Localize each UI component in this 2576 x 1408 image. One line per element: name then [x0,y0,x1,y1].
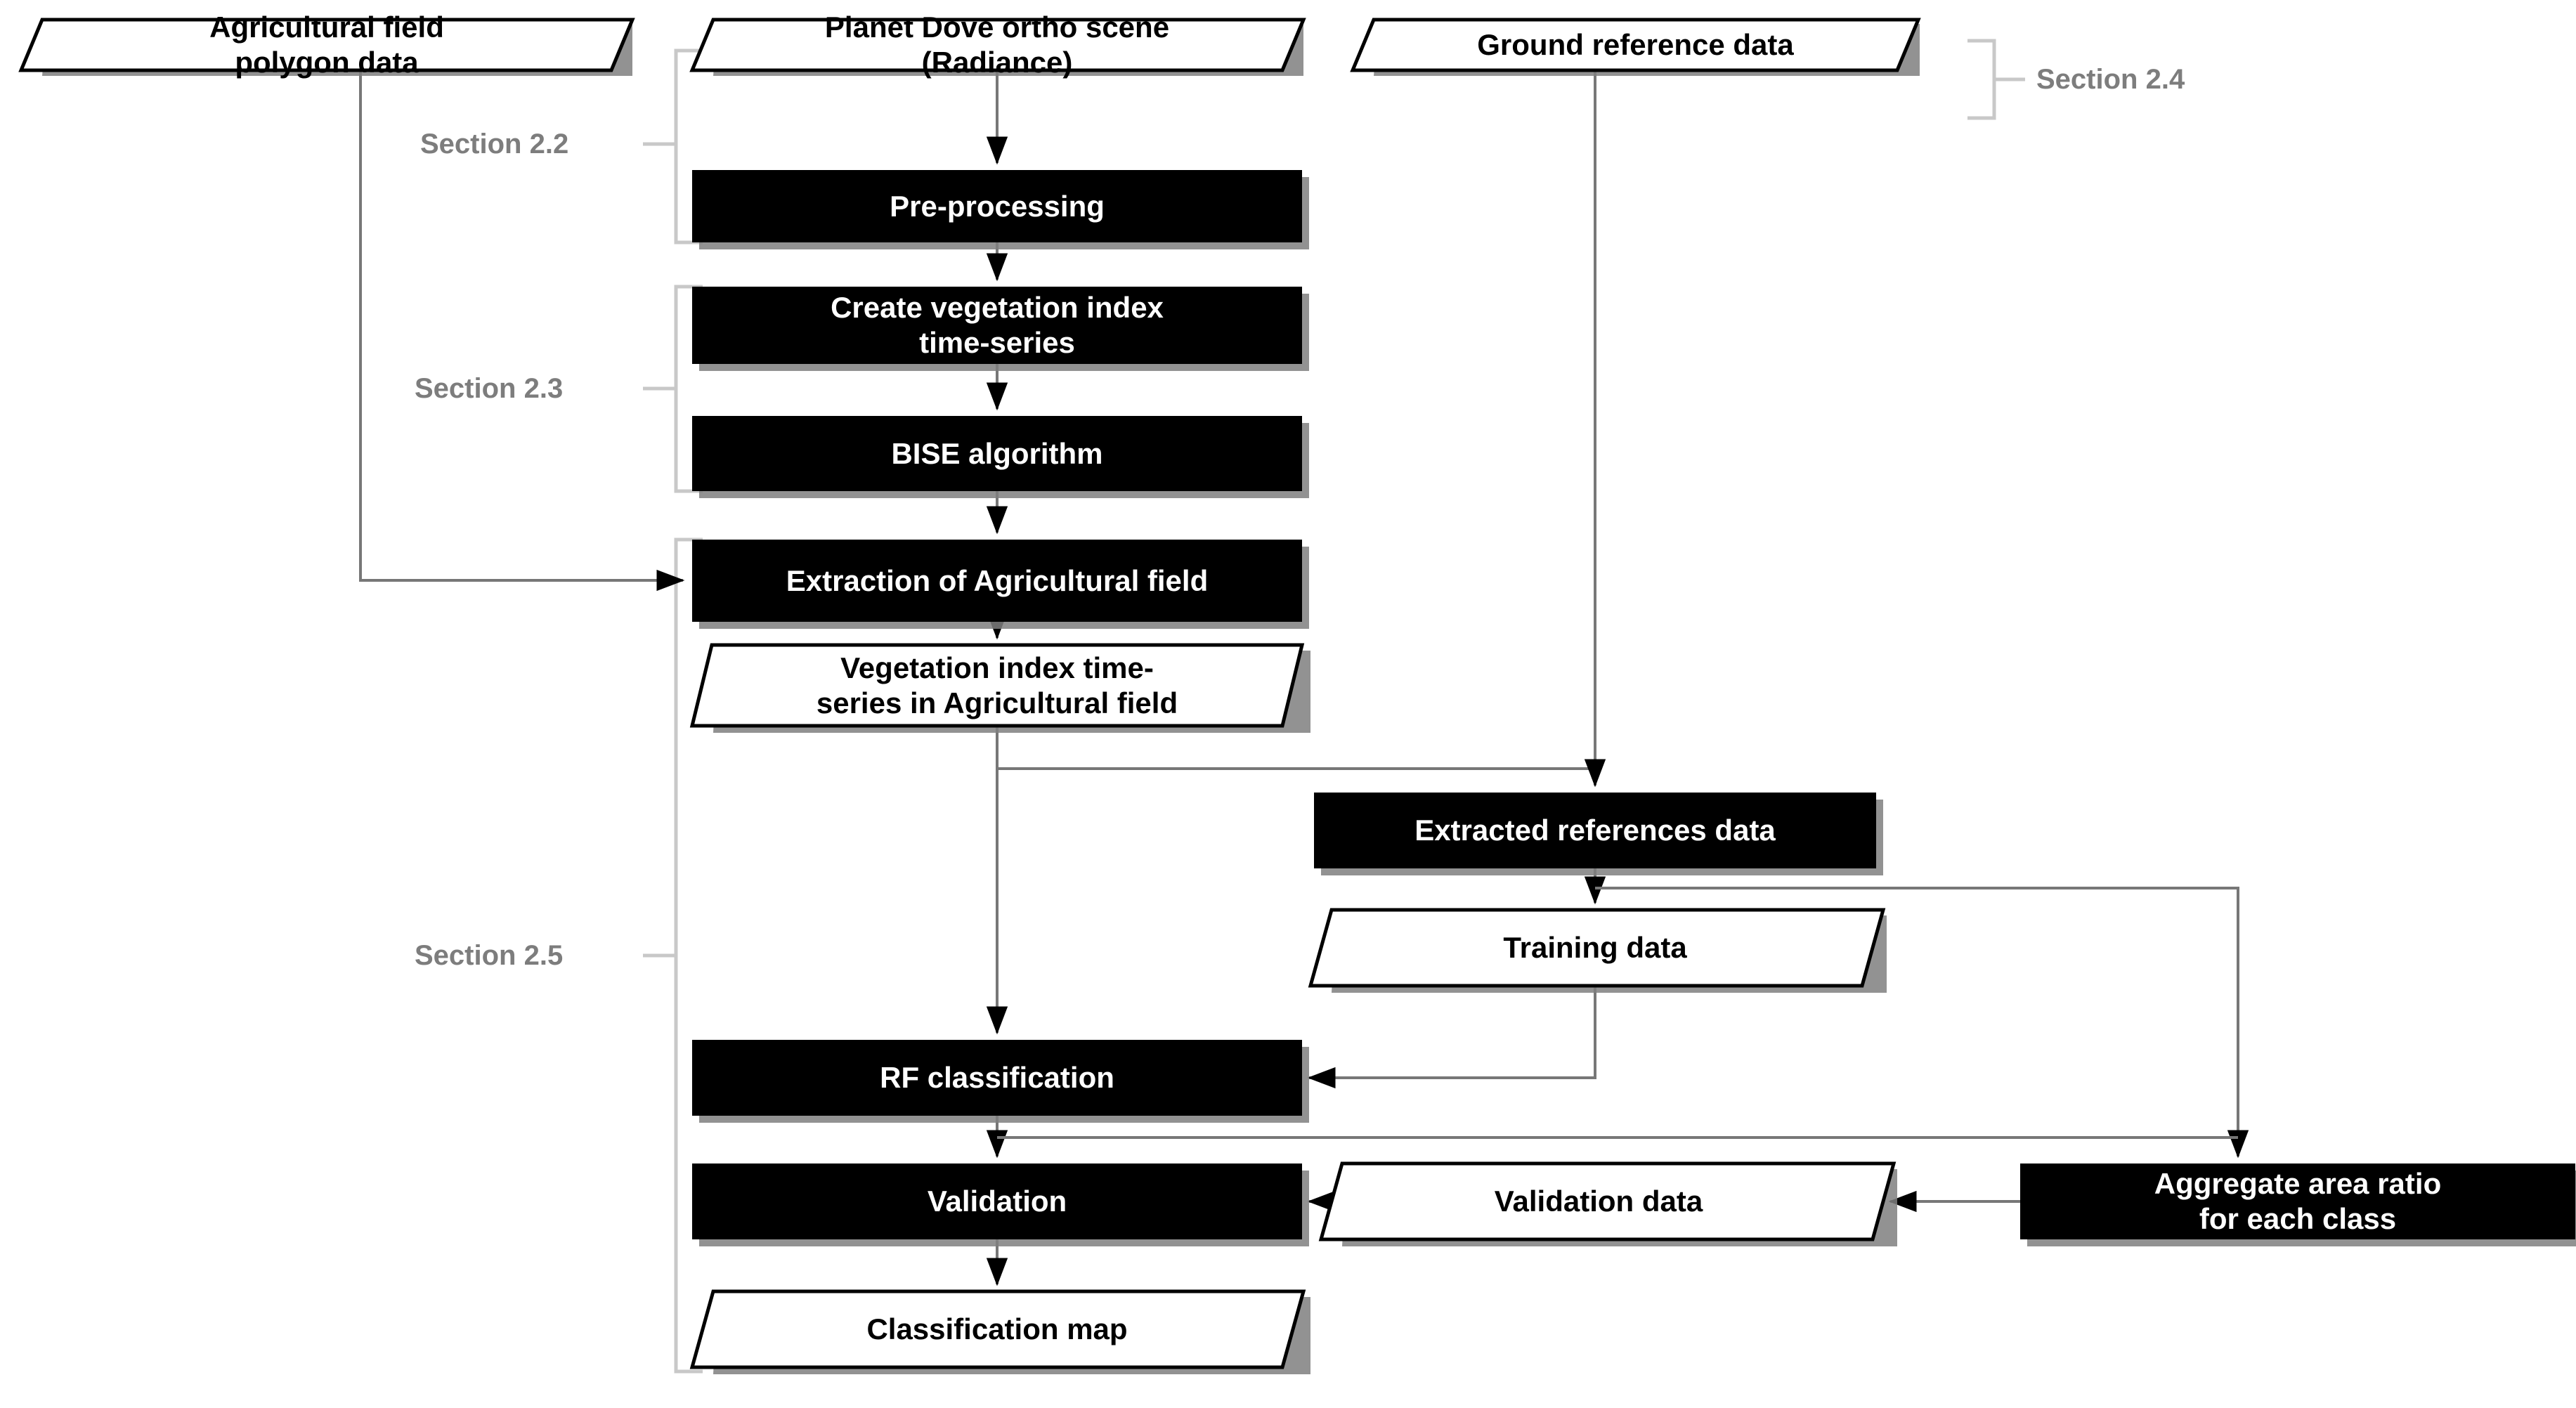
section-label-2-4: Section 2.4 [2036,63,2185,95]
node-agri-polygon[interactable] [18,18,635,76]
node-validation[interactable] [692,1163,1309,1246]
edge-trainingdata-rfclassification [1307,986,1596,1089]
node-classification-map[interactable] [689,1289,1310,1374]
section-bracket-2-5 [643,537,703,1374]
node-pre-processing[interactable] [692,170,1309,249]
section-label-2-5: Section 2.5 [415,939,564,971]
node-vi-in-field[interactable] [689,643,1310,733]
node-planet-dove[interactable] [689,18,1306,76]
edge-extractedrefs-aggregate [1595,887,2249,1159]
section-label-2-3: Section 2.3 [415,372,564,404]
section-bracket-2-2 [643,48,703,245]
node-training-data[interactable] [1308,908,1887,993]
edge-agripolygon-extraction [359,70,685,592]
node-bise[interactable] [692,416,1309,498]
node-validation-data[interactable] [1318,1161,1897,1246]
node-create-vi[interactable] [692,287,1309,371]
section-label-2-2: Section 2.2 [420,128,569,159]
section-bracket-2-3 [643,285,703,493]
node-extraction[interactable] [692,540,1309,629]
node-aggregate-area[interactable] [2020,1163,2576,1246]
section-bracket-2-4 [1967,39,2025,120]
node-ground-reference[interactable] [1350,18,1921,76]
node-extracted-refs[interactable] [1314,793,1883,875]
node-rf-classification[interactable] [692,1040,1309,1123]
